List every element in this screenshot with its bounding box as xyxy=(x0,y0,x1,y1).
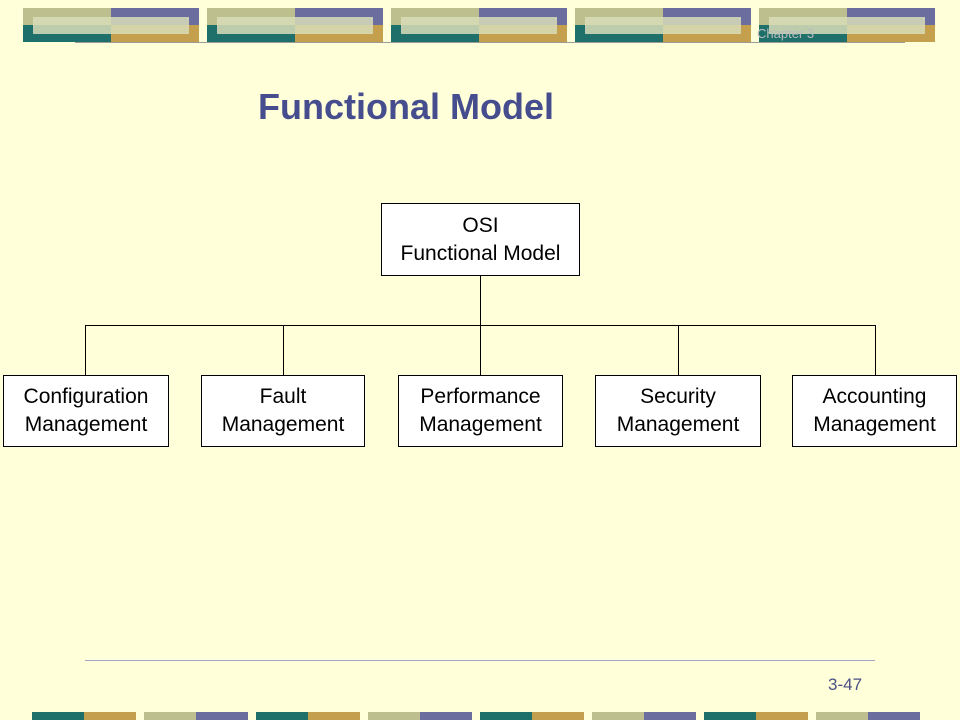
node-label-line1: Fault xyxy=(259,385,307,408)
node-configuration-management: Configuration Management xyxy=(3,375,169,447)
node-fault-management: Fault Management xyxy=(201,375,365,447)
top-decorative-band xyxy=(0,0,960,48)
root-connector-line xyxy=(480,275,481,326)
decor-tile xyxy=(23,8,199,42)
node-label-line1: OSI xyxy=(462,213,499,237)
node-label-line1: Performance xyxy=(420,385,541,408)
page-number: 3-47 xyxy=(828,675,863,694)
node-label-line2: Management xyxy=(221,413,345,436)
node-label-line1: Security xyxy=(640,385,716,408)
node-osi-functional-model: OSI Functional Model xyxy=(381,203,580,276)
bottom-divider xyxy=(85,660,875,661)
child-connector-line xyxy=(875,325,876,375)
node-label-line1: Configuration xyxy=(23,385,149,408)
node-label-line2: Management xyxy=(616,413,740,436)
child-connector-line xyxy=(283,325,284,375)
bottom-decorative-band xyxy=(0,712,960,720)
chapter-label: Chapter 3 xyxy=(757,26,815,41)
node-label-line2: Functional Model xyxy=(400,241,561,265)
page-title: Functional Model xyxy=(258,86,554,127)
decor-tile xyxy=(759,8,935,42)
decor-tile xyxy=(575,8,751,42)
decor-tile xyxy=(207,8,383,42)
node-performance-management: Performance Management xyxy=(398,375,563,447)
child-connector-line xyxy=(678,325,679,375)
node-label-line2: Management xyxy=(24,413,148,436)
node-label-line2: Management xyxy=(419,413,542,436)
node-label-line2: Management xyxy=(813,413,936,436)
node-security-management: Security Management xyxy=(595,375,761,447)
decor-tile xyxy=(391,8,567,42)
node-label-line1: Accounting xyxy=(822,385,927,408)
top-divider xyxy=(75,42,905,43)
node-accounting-management: Accounting Management xyxy=(792,375,957,447)
child-connector-line xyxy=(480,325,481,375)
child-connector-line xyxy=(85,325,86,375)
